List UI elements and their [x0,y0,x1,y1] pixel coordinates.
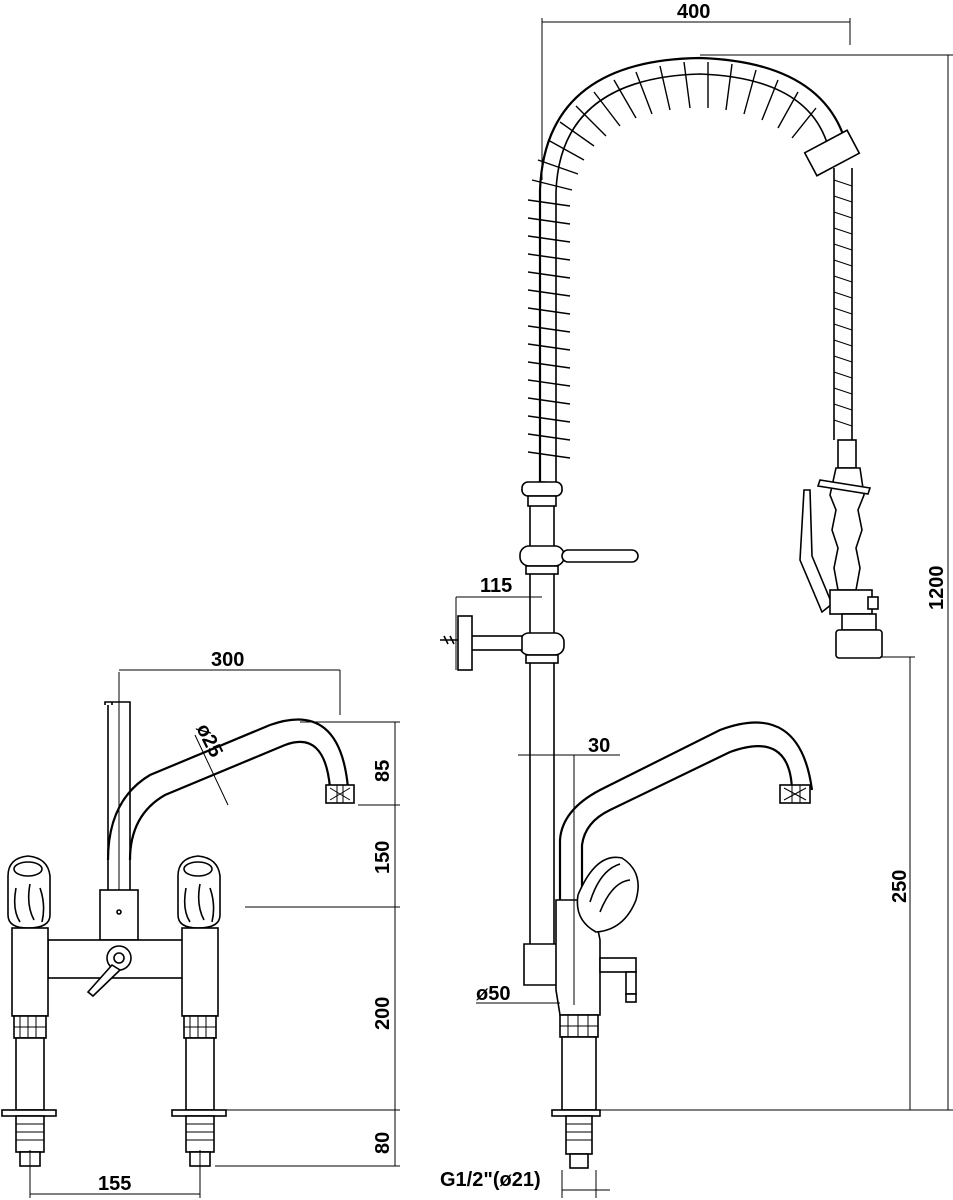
bridge-mixer-view [1,669,400,1198]
dim-body-200: 200 [372,997,394,1030]
dim-column-50: ø50 [476,983,510,1005]
dim-connection-thread: G1/2"(ø21) [440,1169,541,1191]
dim-spout-150: 150 [372,841,394,874]
dim-spout-reach: 300 [211,649,244,671]
pre-rinse-view [440,18,953,1198]
dim-overall-1200: 1200 [926,566,948,611]
dim-center-distance: 155 [98,1173,131,1195]
dim-column-30: 30 [588,735,610,757]
mixer-handle [576,856,639,933]
dim-arm-400: 400 [677,1,710,23]
dim-spray-250: 250 [889,870,911,903]
spring-hose [538,56,847,490]
left-handle [1,855,57,1167]
dim-spout-85: 85 [372,760,394,782]
dim-bracket-115: 115 [480,575,512,597]
dim-shank-80: 80 [372,1132,394,1154]
right-handle [171,855,227,1167]
spray-nozzle [835,629,883,659]
spring-coils [527,61,817,459]
